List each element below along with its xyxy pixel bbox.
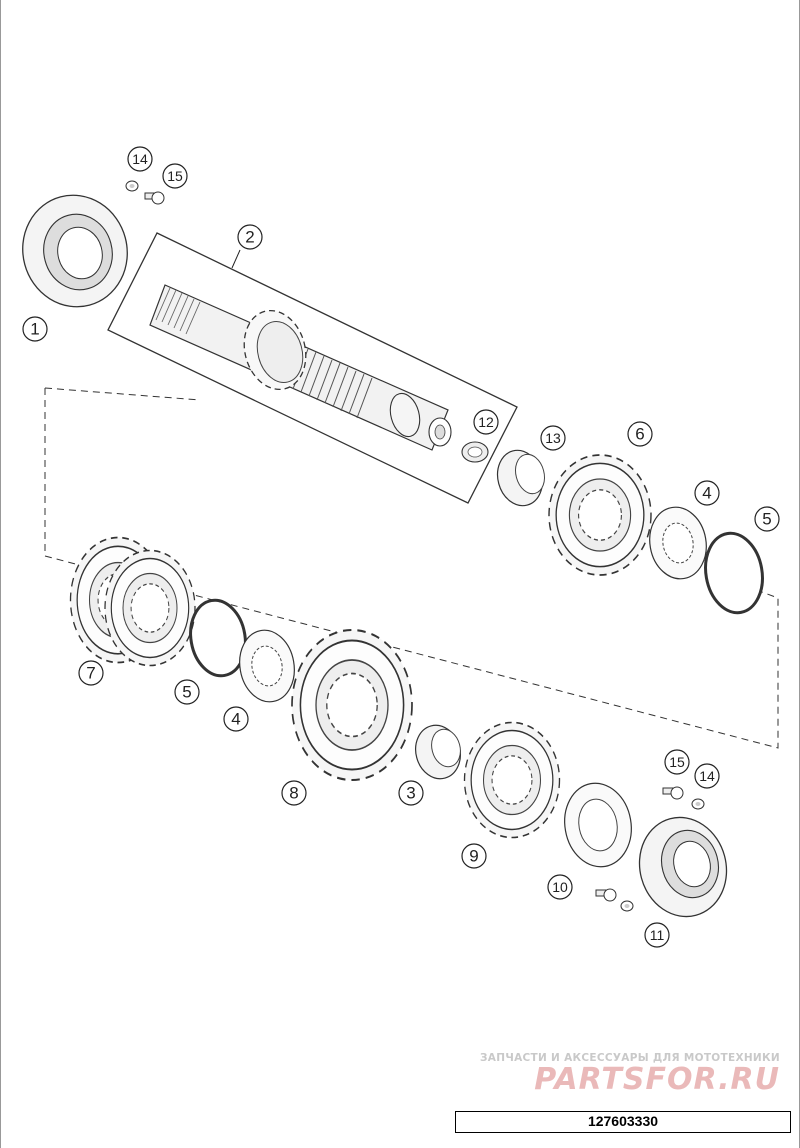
watermark: ЗАПЧАСТИ И АКСЕССУАРЫ ДЛЯ МОТОТЕХНИКИ PA… xyxy=(480,1052,780,1097)
washer-14-lower xyxy=(691,798,705,810)
left-border xyxy=(0,0,1,1148)
callout-6: 6 xyxy=(627,421,653,447)
svg-text:4: 4 xyxy=(231,710,240,729)
callout-12: 12 xyxy=(473,409,499,435)
callout-11: 11 xyxy=(644,922,670,948)
washer-14-top xyxy=(125,180,139,192)
callout-2: 2 xyxy=(231,224,263,269)
screw-15-lower xyxy=(662,786,684,800)
callout-5-lower: 5 xyxy=(174,679,200,705)
callout-4-lower: 4 xyxy=(223,706,249,732)
svg-text:3: 3 xyxy=(406,784,415,803)
screw-15-top xyxy=(144,191,165,205)
watermark-tagline: ЗАПЧАСТИ И АКСЕССУАРЫ ДЛЯ МОТОТЕХНИКИ xyxy=(480,1052,780,1064)
svg-text:6: 6 xyxy=(635,425,644,444)
callout-5-upper: 5 xyxy=(754,506,780,532)
svg-text:7: 7 xyxy=(86,664,95,683)
assembly-guide-line xyxy=(44,388,779,749)
gear-8 xyxy=(290,628,414,782)
callout-14-upper: 14 xyxy=(127,146,153,172)
callout-14-lower: 14 xyxy=(694,763,720,789)
main-shaft-2 xyxy=(107,232,518,504)
bearing-1 xyxy=(22,194,128,308)
gear-7 xyxy=(69,536,196,667)
screw-lower-10 xyxy=(595,888,617,902)
callout-7: 7 xyxy=(78,660,104,686)
svg-text:1: 1 xyxy=(30,320,39,339)
svg-text:10: 10 xyxy=(552,879,568,895)
svg-text:13: 13 xyxy=(545,430,561,446)
callout-1: 1 xyxy=(22,316,48,342)
washer-4-upper xyxy=(649,506,707,580)
callout-8: 8 xyxy=(281,780,307,806)
callout-10: 10 xyxy=(547,874,573,900)
part-number: 127603330 xyxy=(455,1111,791,1133)
watermark-brand: PARTSFOR.RU xyxy=(534,1062,780,1097)
svg-text:15: 15 xyxy=(167,168,183,184)
needle-bearing-12 xyxy=(461,441,489,463)
circlip-5-upper xyxy=(704,531,764,615)
svg-text:14: 14 xyxy=(132,151,148,167)
thrust-washer-10 xyxy=(564,782,632,868)
svg-text:15: 15 xyxy=(669,754,685,770)
washer-4-lower xyxy=(239,629,295,703)
svg-text:5: 5 xyxy=(762,510,771,529)
svg-text:12: 12 xyxy=(478,414,494,430)
svg-text:4: 4 xyxy=(702,484,711,503)
washer-lower-10 xyxy=(620,900,634,912)
svg-text:11: 11 xyxy=(650,927,665,943)
callout-3: 3 xyxy=(398,780,424,806)
circlip-5-lower xyxy=(189,598,247,678)
callout-15-upper: 15 xyxy=(162,163,188,189)
gear-9 xyxy=(463,721,561,839)
callout-15-lower: 15 xyxy=(664,749,690,775)
callout-4-upper: 4 xyxy=(694,480,720,506)
callout-9: 9 xyxy=(461,843,487,869)
svg-text:9: 9 xyxy=(469,847,478,866)
svg-text:8: 8 xyxy=(289,784,298,803)
bushing-13 xyxy=(496,449,545,507)
svg-text:5: 5 xyxy=(182,683,191,702)
svg-text:2: 2 xyxy=(245,228,254,247)
bushing-3 xyxy=(415,724,461,780)
callout-13: 13 xyxy=(540,425,566,451)
gear-6 xyxy=(548,454,652,576)
svg-text:14: 14 xyxy=(699,768,715,784)
bearing-11 xyxy=(638,816,728,918)
